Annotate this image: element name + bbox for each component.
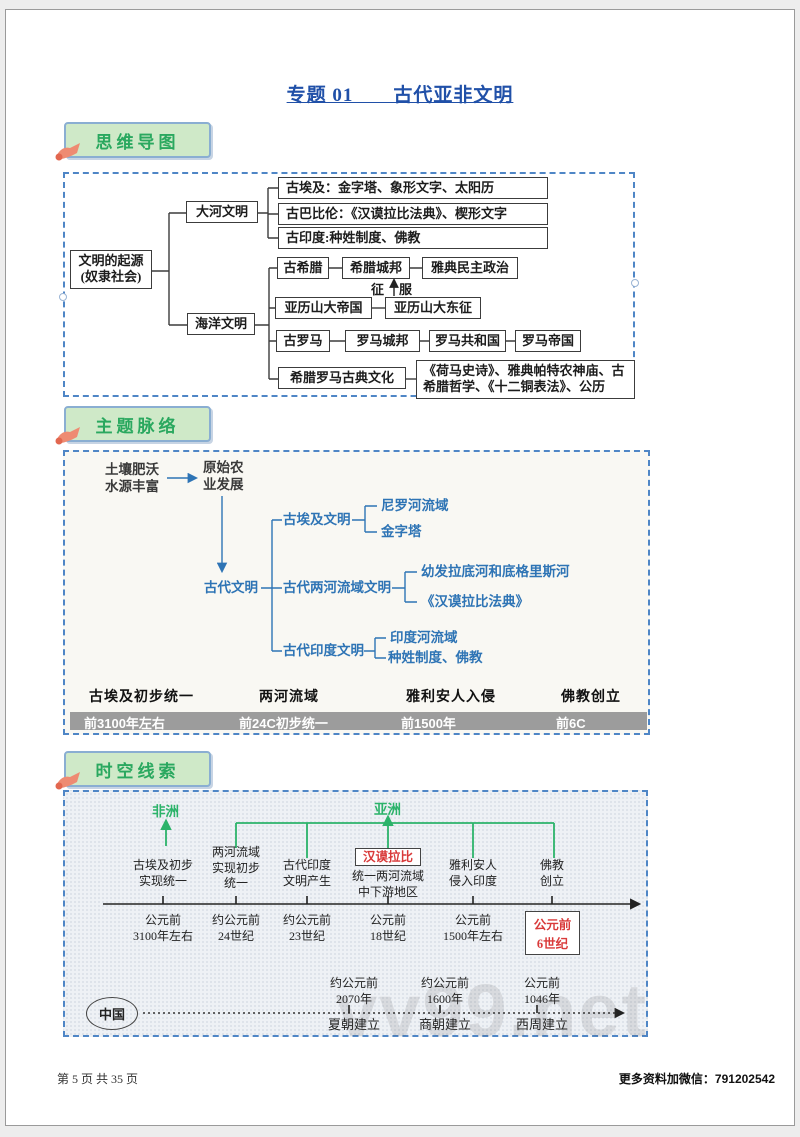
milestone-label: 古埃及初步统一	[89, 690, 194, 705]
milestone-date: 前24C初步统一	[239, 716, 328, 731]
theme-mesopotamia-item: 《汉谟拉比法典》	[421, 594, 529, 609]
timeline-event-label: 古代印度 文明产生	[282, 858, 331, 888]
timeline-event-label: 佛教 创立	[539, 858, 564, 888]
timeline-event-label: 古埃及初步 实现统一	[132, 858, 193, 888]
theme-branch-india: 古代印度文明	[283, 643, 364, 658]
buddhism-date-box: 公元前 6世纪	[525, 911, 580, 955]
mindmap-rome-empire-node: 罗马帝国	[515, 330, 581, 353]
timeline-event-label: 雅利安人 侵入印度	[448, 858, 497, 888]
mindmap-greece-polis-node: 希腊城邦	[342, 257, 410, 280]
milestone-label: 两河流域	[259, 690, 319, 705]
africa-label: 非洲	[152, 804, 179, 819]
theme-india-item: 印度河流域	[390, 630, 458, 645]
page-number: 第 5 页 共 35 页	[57, 1072, 139, 1086]
mindmap-athens-node: 雅典民主政治	[422, 257, 518, 280]
megaphone-icon	[54, 424, 82, 451]
mindmap-river-item: 古巴比伦：《汉谟拉比法典》、楔形文字	[278, 203, 548, 226]
china-event-label: 夏朝建立	[327, 1017, 380, 1032]
theme-india-item: 种姓制度、佛教	[388, 650, 483, 665]
china-event-date: 公元前 1046年	[523, 976, 560, 1006]
timeline-event-label: 两河流域 实现初步 统一	[211, 845, 260, 891]
theme-egypt-item: 尼罗河流域	[381, 498, 449, 513]
mindmap-rome-republic-node: 罗马共和国	[429, 330, 506, 353]
china-oval: 中国	[86, 997, 138, 1030]
mindmap-rome-node: 古罗马	[276, 330, 330, 353]
mindmap-river-node: 大河文明	[186, 201, 258, 224]
asia-label: 亚洲	[374, 802, 401, 817]
theme-connectors	[167, 472, 417, 659]
mindmap-classic-content-node: 《荷马史诗》、雅典帕特农神庙、古希腊哲学、《十二铜表法》、公历	[416, 360, 635, 399]
conquer-label-left: 征	[371, 282, 385, 297]
theme-egypt-item: 金字塔	[381, 524, 422, 539]
milestone-label: 佛教创立	[561, 690, 621, 705]
timeline-event-date: 约公元前 24世纪	[211, 913, 260, 943]
timeline-event-date: 约公元前 23世纪	[282, 913, 331, 943]
timeline-event-label: 统一两河流域 中下游地区	[351, 869, 424, 899]
mindmap-greece-node: 古希腊	[277, 257, 329, 280]
china-event-label: 西周建立	[515, 1017, 568, 1032]
milestone-date: 前6C	[556, 716, 586, 731]
theme-cause: 土壤肥沃 水源丰富	[105, 462, 159, 494]
mindmap-section: 文明的起源 (奴隶社会) 大河文明 古埃及：金字塔、象形文字、太阳历 古巴比伦：…	[59, 172, 639, 399]
mindmap-classic-node: 希腊罗马古典文化	[278, 367, 406, 390]
mindmap-ocean-node: 海洋文明	[187, 313, 255, 336]
badge-mindmap: 思维导图	[55, 122, 211, 161]
megaphone-icon	[54, 769, 82, 796]
mindmap-river-item: 古印度:种姓制度、佛教	[278, 227, 548, 250]
page-title: 专题 01 古代亚非文明	[286, 85, 514, 106]
badge-mindmap-label: 思维导图	[95, 132, 180, 152]
milestone-date: 前3100年左右	[84, 716, 165, 731]
mindmap-alexander-east-node: 亚历山大东征	[385, 297, 481, 320]
theme-mesopotamia-item: 幼发拉底河和底格里斯河	[421, 564, 570, 579]
timeline-event-date: 公元前 3100年左右	[132, 913, 193, 943]
badge-theme-label: 主题脉络	[95, 416, 180, 436]
timeline-section: 非洲 亚洲 古埃及初步 实现统一 两河流域 实现初步 统一 古代印度 文明产生 …	[63, 790, 648, 1037]
theme-branch-mesopotamia: 古代两河流域文明	[283, 580, 391, 595]
mindmap-river-item: 古埃及：金字塔、象形文字、太阳历	[278, 177, 548, 200]
milestone-date-bar: 前3100年左右 前24C初步统一 前1500年 前6C	[70, 712, 647, 731]
badge-timeline-label: 时空线索	[95, 761, 180, 781]
china-event-date: 约公元前 2070年	[329, 976, 378, 1006]
conquer-label-right: 服	[399, 282, 413, 297]
border-ornament	[59, 293, 67, 301]
theme-branch-egypt: 古埃及文明	[283, 512, 351, 527]
mindmap-root-node: 文明的起源 (奴隶社会)	[70, 250, 152, 289]
milestone-label: 雅利安人入侵	[406, 690, 496, 705]
theme-effect: 原始农 业发展	[203, 460, 244, 492]
timeline-event-date: 公元前 18世纪	[369, 913, 406, 943]
timeline-event-date: 公元前 1500年左右	[442, 913, 503, 943]
mindmap-connectors	[152, 187, 515, 380]
badge-timeline: 时空线索	[55, 751, 211, 790]
timeline-connectors	[103, 814, 642, 1019]
theme-section: 土壤肥沃 水源丰富 原始农 业发展 古代文明 古埃及文明 尼罗河流域 金字塔 古…	[63, 450, 650, 735]
china-event-date: 约公元前 1600年	[420, 976, 469, 1006]
mindmap-rome-polis-node: 罗马城邦	[345, 330, 420, 353]
milestone-date: 前1500年	[401, 716, 456, 731]
china-event-label: 商朝建立	[418, 1017, 471, 1032]
theme-root: 古代文明	[204, 580, 258, 595]
badge-theme: 主题脉络	[55, 406, 211, 445]
hammurabi-box: 汉谟拉比	[355, 848, 421, 866]
border-ornament	[631, 279, 639, 287]
mindmap-alexander-empire-node: 亚历山大帝国	[275, 297, 372, 320]
megaphone-icon	[54, 140, 82, 167]
footer-contact: 更多资料加微信：791202542	[618, 1072, 775, 1086]
